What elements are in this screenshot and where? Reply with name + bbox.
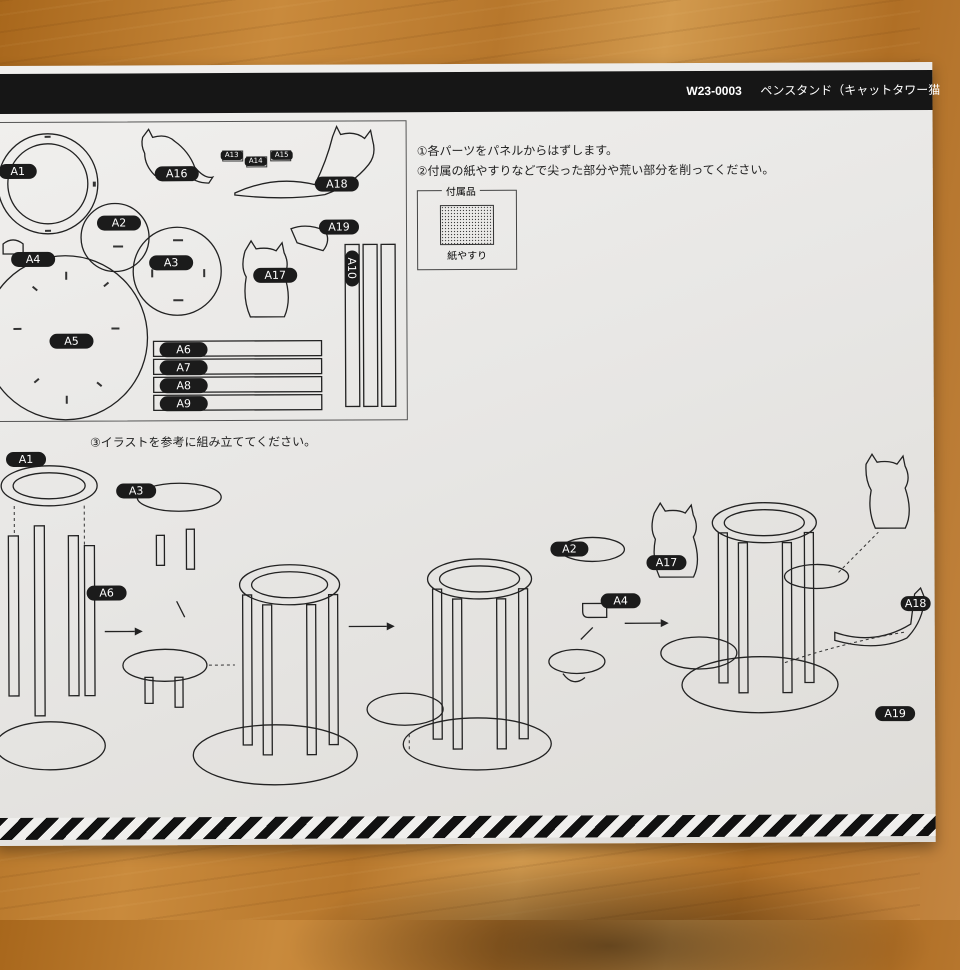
panel-label-a14: A14 <box>245 157 267 166</box>
accessory-box: 付属品 紙やすり <box>417 190 517 270</box>
sandpaper-icon <box>440 205 494 245</box>
assembly-label-a6: A6 <box>87 585 127 600</box>
assembly-step5 <box>652 454 925 713</box>
assembly-step3 <box>366 559 551 771</box>
panel-label-a19: A19 <box>319 219 359 234</box>
part-a2-disc <box>81 203 149 271</box>
assembly-label-a18: A18 <box>901 596 931 611</box>
panel-label-a9: A9 <box>160 396 208 411</box>
panel-label-a6: A6 <box>160 342 208 357</box>
step-2-text: ②付属の紙やすりなどで尖った部分や荒い部分を削ってください。 <box>417 161 775 180</box>
panel-label-a7: A7 <box>160 360 208 375</box>
panel-label-a8: A8 <box>160 378 208 393</box>
assembly-label-a3: A3 <box>116 483 156 498</box>
instruction-sheet: W23-0003 ペンスタンド（キャットタワー猫 <box>0 62 936 846</box>
panel-label-a1: A1 <box>0 164 37 179</box>
part-a3-disc <box>133 227 221 315</box>
part-a1-ring <box>0 134 98 234</box>
panel-label-a2: A2 <box>97 215 141 230</box>
line-drawings <box>0 62 936 846</box>
accessory-title: 付属品 <box>442 183 480 198</box>
assembly-step2 <box>192 564 395 785</box>
assembly-step1 <box>0 465 235 770</box>
panel-label-a10: A10 <box>345 250 359 286</box>
panel-label-a15: A15 <box>271 151 293 160</box>
assembly-label-a17: A17 <box>646 555 686 570</box>
panel-label-a4: A4 <box>11 252 55 267</box>
hand-shadow <box>260 850 960 970</box>
assembly-label-a19: A19 <box>875 706 915 721</box>
panel-label-a17: A17 <box>253 268 297 283</box>
striped-border <box>0 814 936 840</box>
step-3-text: ③イラストを参考に組み立ててください。 <box>90 433 316 451</box>
assembly-label-a2: A2 <box>550 541 588 556</box>
panel-label-a3: A3 <box>149 255 193 270</box>
panel-label-a13: A13 <box>221 151 243 160</box>
step-1-text: ①各パーツをパネルからはずします。 <box>417 141 618 159</box>
accessory-caption: 紙やすり <box>418 247 516 262</box>
panel-label-a18: A18 <box>315 176 359 191</box>
assembly-label-a1: A1 <box>6 452 46 467</box>
assembly-label-a4: A4 <box>601 593 641 608</box>
panel-label-a5: A5 <box>49 334 93 349</box>
panel-label-a16: A16 <box>155 166 199 181</box>
